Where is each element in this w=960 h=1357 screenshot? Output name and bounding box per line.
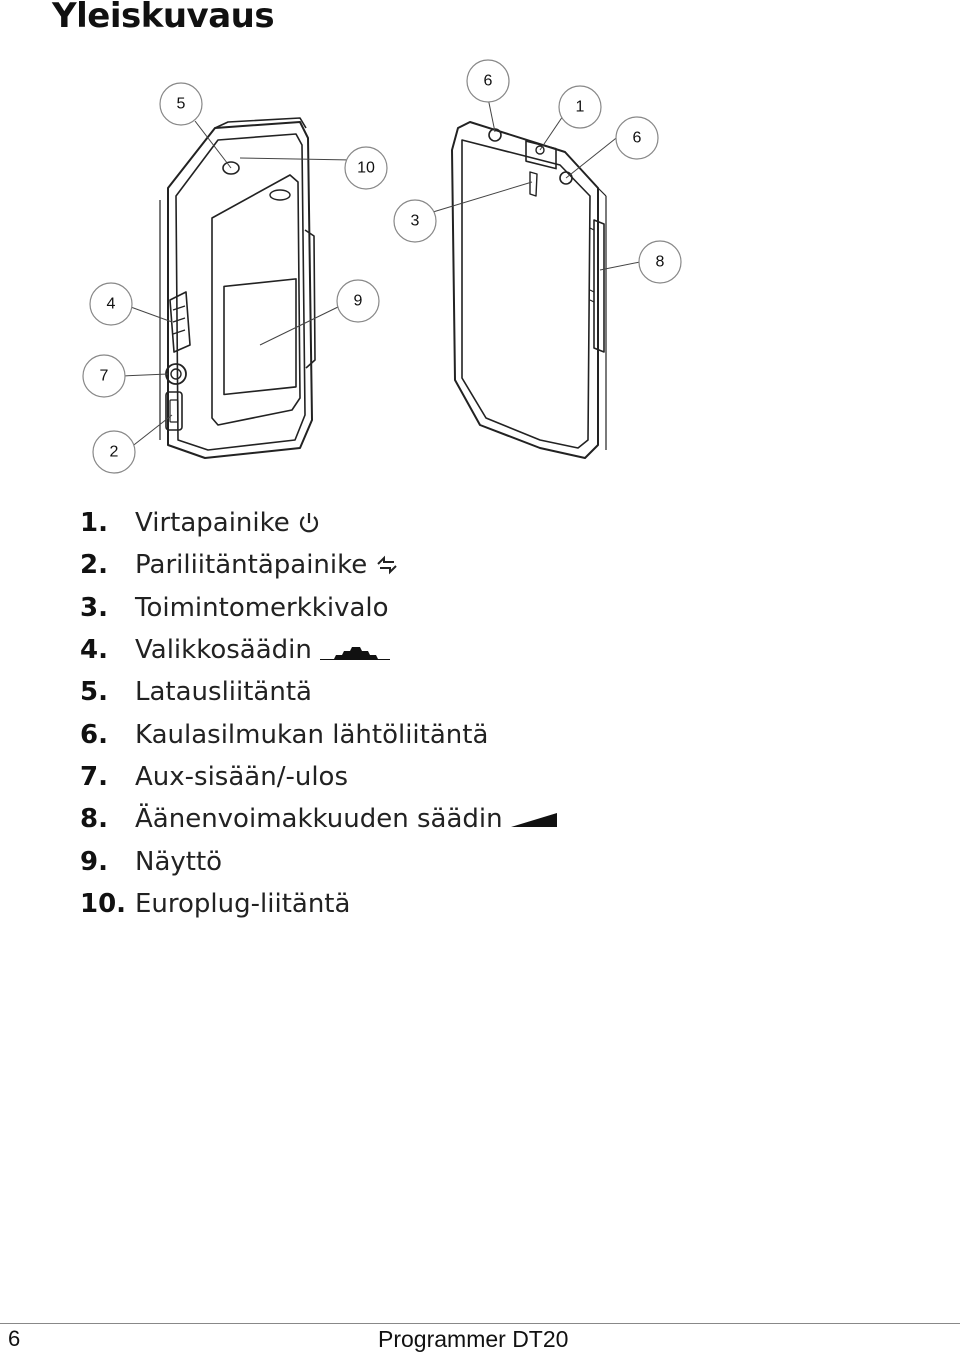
item-label: Toimintomerkkivalo bbox=[135, 592, 389, 623]
item-label: Pariliitäntäpainike bbox=[135, 550, 368, 581]
callout-3: 3 bbox=[411, 213, 420, 230]
list-item: 9. Näyttö bbox=[80, 840, 559, 882]
callout-7: 7 bbox=[100, 368, 109, 385]
item-label: Virtapainike bbox=[135, 508, 290, 539]
list-item: 2. Pariliitäntäpainike bbox=[80, 544, 559, 586]
power-icon bbox=[298, 511, 320, 535]
page-title: Yleiskuvaus bbox=[52, 0, 275, 36]
menu-control-icon bbox=[319, 639, 390, 661]
item-label: Äänenvoimakkuuden säädin bbox=[135, 804, 503, 835]
callout-9: 9 bbox=[354, 293, 363, 310]
volume-icon bbox=[510, 809, 559, 829]
list-item: 3. Toimintomerkkivalo bbox=[80, 587, 559, 629]
callout-1: 1 bbox=[576, 99, 585, 116]
item-number: 2. bbox=[80, 550, 108, 581]
list-item: 10. Europlug-liitäntä bbox=[80, 883, 559, 925]
pairing-icon bbox=[375, 554, 399, 576]
item-label: Näyttö bbox=[135, 846, 223, 877]
list-item: 1. Virtapainike bbox=[80, 502, 559, 544]
device-illustration: 5 10 6 1 6 3 8 4 9 7 2 bbox=[82, 59, 682, 474]
item-number: 6. bbox=[80, 719, 108, 750]
list-item: 5. Latausliitäntä bbox=[80, 671, 559, 713]
item-number: 1. bbox=[80, 508, 108, 539]
callout-10: 10 bbox=[357, 160, 375, 177]
item-number: 3. bbox=[80, 592, 108, 623]
item-label: Latausliitäntä bbox=[135, 677, 312, 708]
list-item: 8. Äänenvoimakkuuden säädin bbox=[80, 798, 559, 840]
list-item: 4. Valikkosäädin bbox=[80, 629, 559, 671]
footer-divider bbox=[0, 1323, 960, 1324]
back-device bbox=[451, 121, 607, 459]
item-label: Valikkosäädin bbox=[135, 635, 312, 666]
item-number: 7. bbox=[80, 761, 108, 792]
page-number: 6 bbox=[8, 1326, 21, 1351]
callout-6-top: 6 bbox=[484, 73, 493, 90]
item-number: 10. bbox=[80, 888, 127, 919]
item-label: Aux-sisään/-ulos bbox=[135, 761, 348, 792]
item-number: 9. bbox=[80, 846, 108, 877]
list-item: 6. Kaulasilmukan lähtöliitäntä bbox=[80, 713, 559, 755]
item-number: 8. bbox=[80, 804, 108, 835]
callout-5: 5 bbox=[177, 96, 186, 113]
item-number: 5. bbox=[80, 677, 108, 708]
product-name: Programmer DT20 bbox=[378, 1326, 569, 1352]
front-device bbox=[159, 117, 316, 459]
parts-list: 1. Virtapainike 2. Pariliitäntäpainike 3… bbox=[80, 502, 559, 925]
item-label: Europlug-liitäntä bbox=[135, 888, 351, 919]
callout-2: 2 bbox=[110, 444, 119, 461]
callout-4: 4 bbox=[107, 296, 116, 313]
item-label: Kaulasilmukan lähtöliitäntä bbox=[135, 719, 489, 750]
list-item: 7. Aux-sisään/-ulos bbox=[80, 756, 559, 798]
callout-6-right: 6 bbox=[633, 130, 642, 147]
callout-8: 8 bbox=[656, 254, 665, 271]
item-number: 4. bbox=[80, 635, 108, 666]
